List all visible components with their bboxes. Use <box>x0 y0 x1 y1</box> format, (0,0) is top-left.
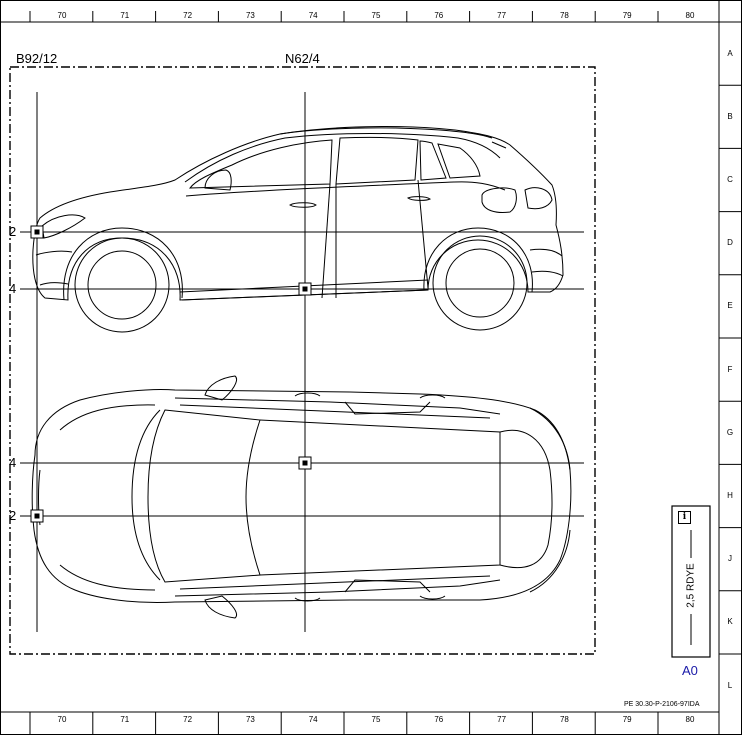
column-label-80: 80 <box>685 715 695 724</box>
row-label-E: E <box>727 301 733 311</box>
row-label-L: L <box>727 680 733 690</box>
column-label-80: 80 <box>685 11 695 20</box>
area-border <box>9 66 596 655</box>
column-label-73: 73 <box>245 715 255 724</box>
level-label-side-2: 2 <box>9 224 17 239</box>
column-label-76: 76 <box>434 11 444 20</box>
column-label-71: 71 <box>120 715 130 724</box>
column-label-74: 74 <box>308 715 318 724</box>
column-label-75: 75 <box>371 715 381 724</box>
car-side-view <box>32 126 564 333</box>
legend-box <box>671 505 711 658</box>
row-label-G: G <box>726 427 734 437</box>
ground-point-b92-side <box>30 225 44 239</box>
document-reference: PE 30.30-P-2106-97IDA <box>624 701 700 708</box>
column-label-70: 70 <box>57 715 67 724</box>
wire-spec-label: 2,5 RDYE <box>685 563 697 608</box>
column-label-72: 72 <box>183 11 193 20</box>
row-label-F: F <box>727 364 733 374</box>
level-label-top-2: 2 <box>9 508 17 523</box>
info-icon: i <box>678 511 691 524</box>
column-label-79: 79 <box>622 715 632 724</box>
column-label-74: 74 <box>308 11 318 20</box>
column-label-77: 77 <box>497 715 507 724</box>
row-label-A: A <box>727 48 733 58</box>
callout-b92-12: B92/12 <box>16 51 58 66</box>
row-label-B: B <box>727 111 733 121</box>
callout-n62-4: N62/4 <box>285 51 320 66</box>
level-label-top-4: 4 <box>9 455 17 470</box>
row-label-C: C <box>727 175 733 184</box>
column-label-77: 77 <box>497 11 507 20</box>
ground-point-n62-side <box>298 282 312 296</box>
row-ticks <box>719 21 742 655</box>
column-label-73: 73 <box>245 11 255 20</box>
column-label-70: 70 <box>57 11 67 20</box>
column-label-78: 78 <box>559 715 569 724</box>
column-label-72: 72 <box>183 715 193 724</box>
car-top-view <box>31 375 572 619</box>
ground-point-n62-top <box>298 456 312 470</box>
connector-symbols <box>30 225 312 523</box>
level-label-side-4: 4 <box>9 281 17 296</box>
column-label-75: 75 <box>371 11 381 20</box>
sheet-label: A0 <box>682 663 698 678</box>
ground-point-b92-top <box>30 509 44 523</box>
row-label-D: D <box>727 238 733 248</box>
row-label-K: K <box>727 617 733 627</box>
column-ticks <box>29 11 659 735</box>
column-label-71: 71 <box>120 11 130 20</box>
row-label-J: J <box>728 554 732 564</box>
row-label-H: H <box>727 491 733 500</box>
column-label-78: 78 <box>559 11 569 20</box>
column-label-76: 76 <box>434 715 444 724</box>
column-label-79: 79 <box>622 11 632 20</box>
reference-lines <box>20 92 584 632</box>
